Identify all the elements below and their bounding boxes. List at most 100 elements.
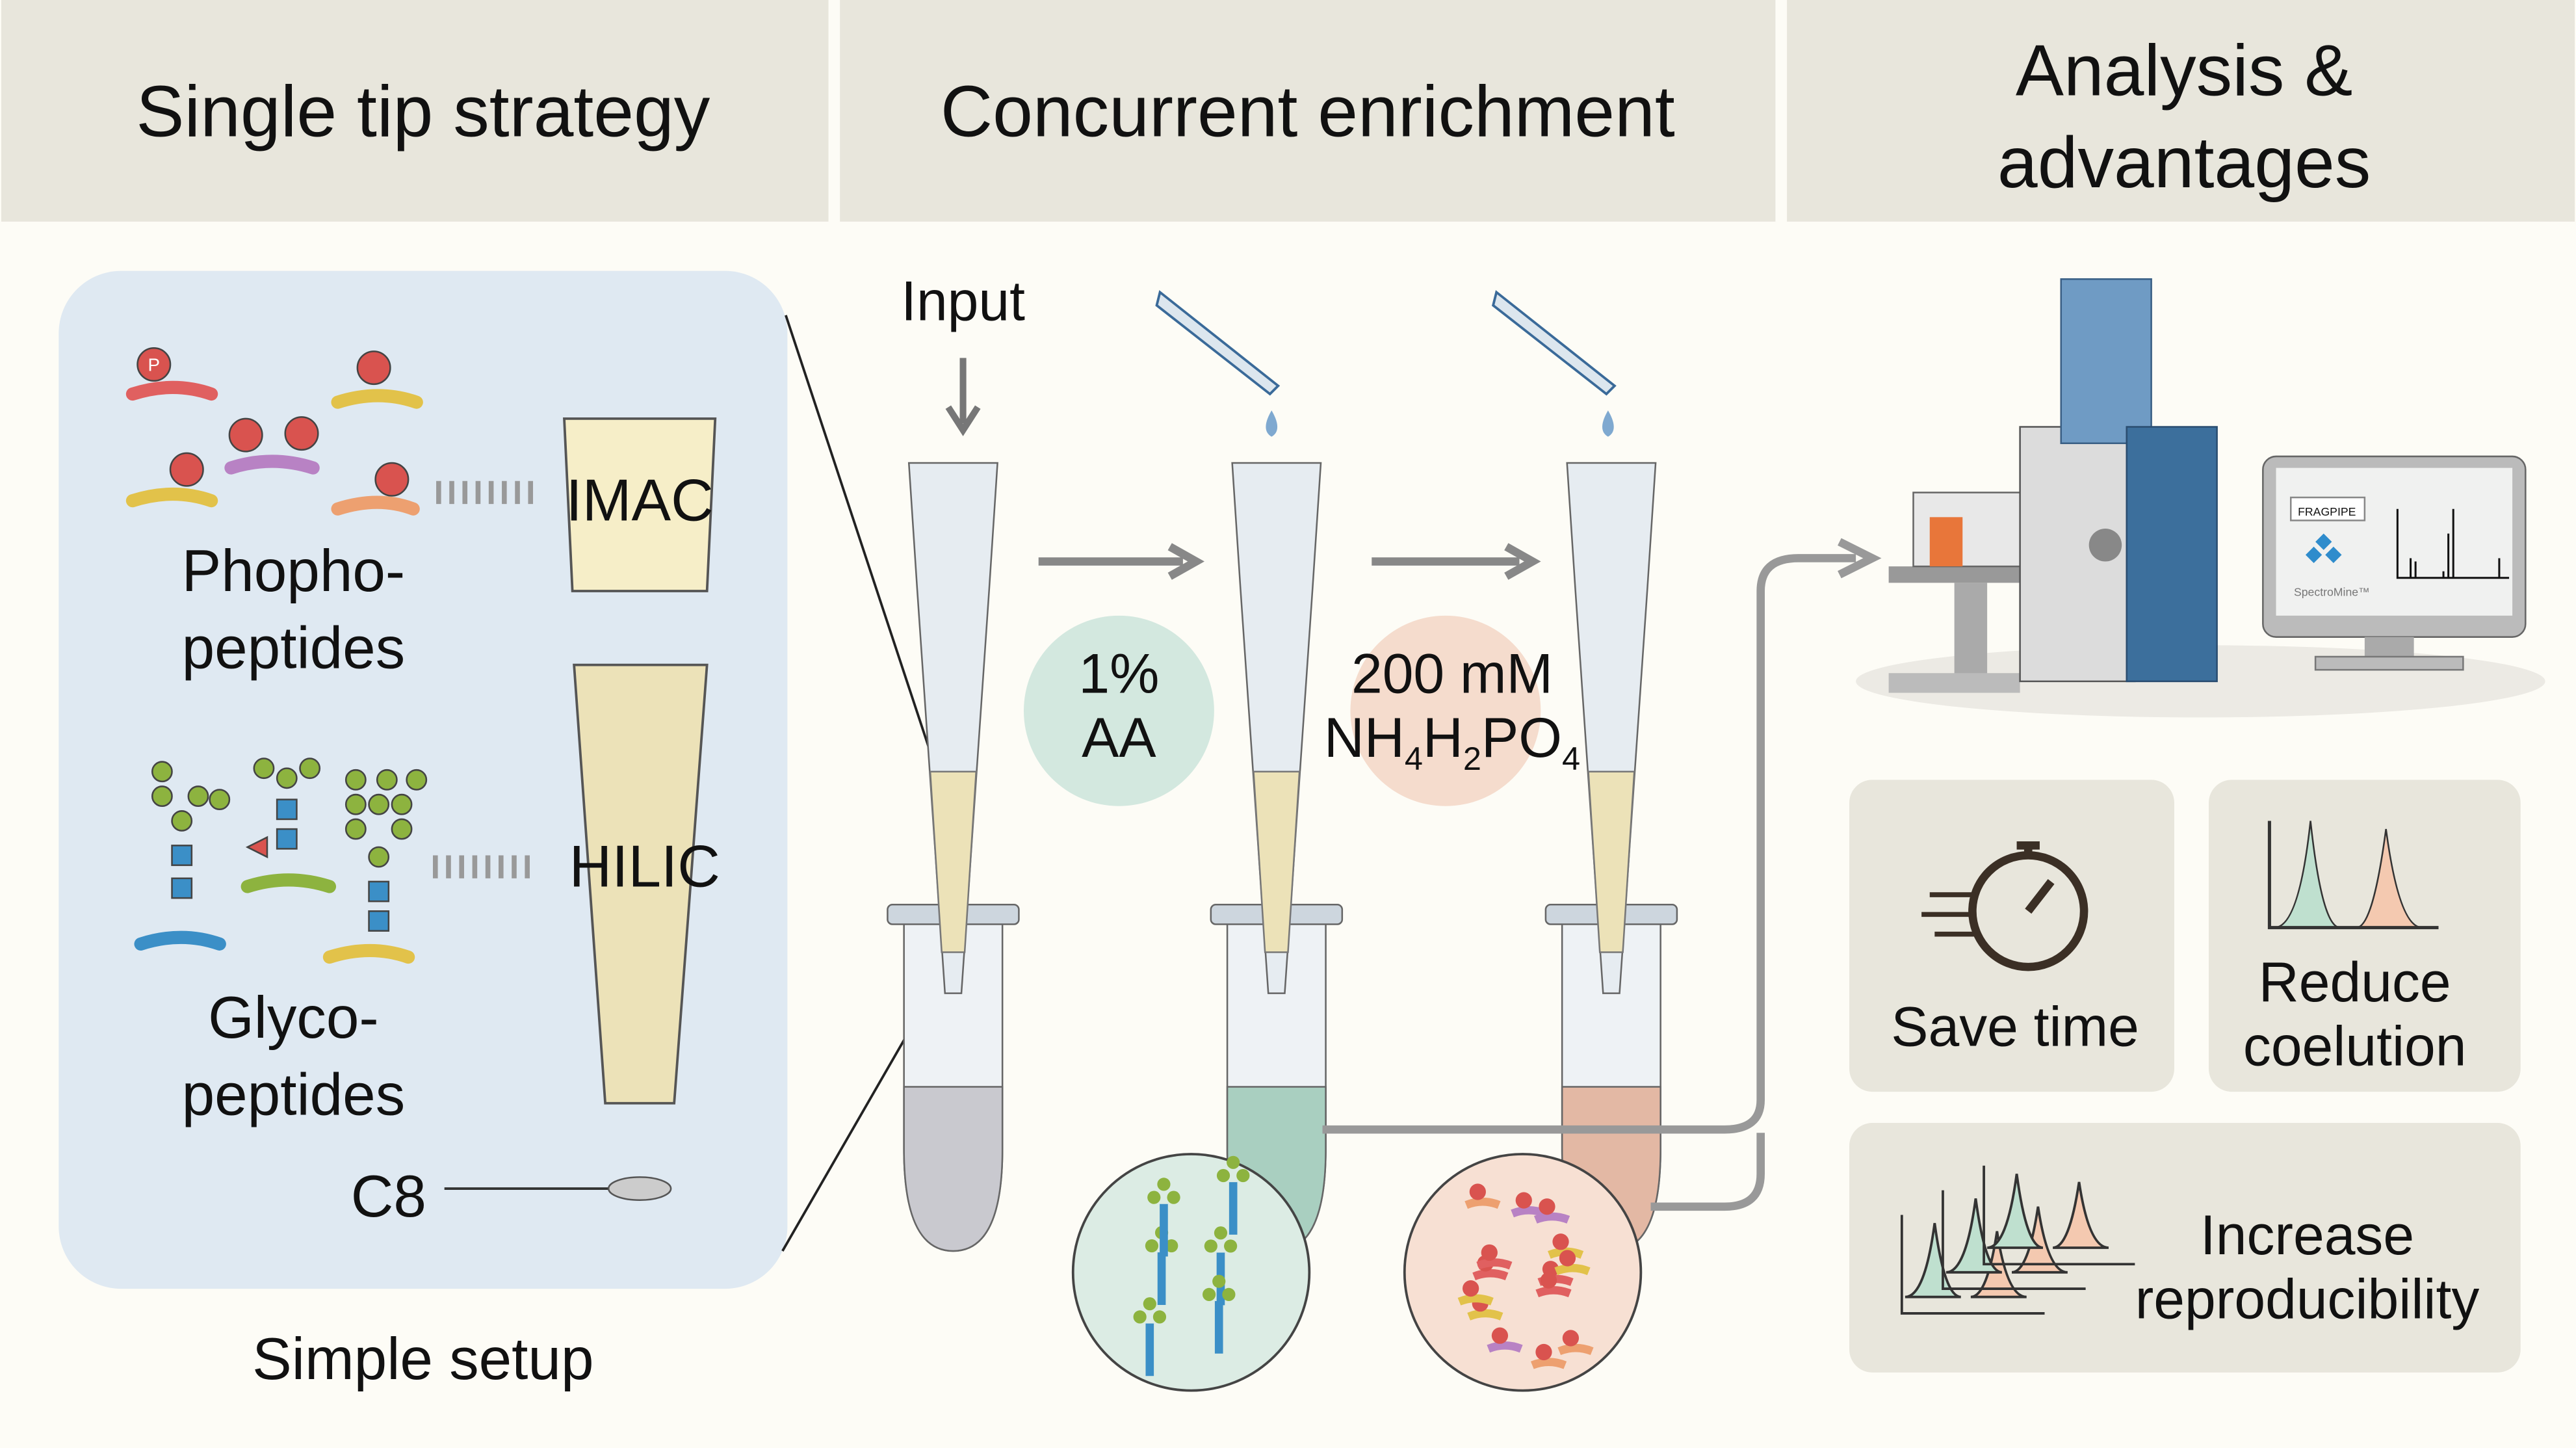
phosphopeptide-mark bbox=[1554, 1263, 1591, 1276]
header-analysis-line1: Analysis & bbox=[2016, 29, 2353, 111]
flow-arrow-2 bbox=[1650, 1133, 1765, 1211]
glycopeptide-eluate-magnifier bbox=[1071, 1153, 1311, 1392]
glyco-label-line2: peptides bbox=[182, 1062, 406, 1127]
glycan-residue-mark bbox=[1133, 1310, 1147, 1324]
imac-label: IMAC bbox=[566, 467, 714, 533]
step1-line1: 1% bbox=[1078, 643, 1159, 705]
glycopeptides-icon bbox=[134, 757, 428, 964]
phosphopeptide-eluate-magnifier bbox=[1403, 1153, 1643, 1392]
phospho-label-line1: Phopho- bbox=[182, 538, 406, 604]
glyco-label-line1: Glyco- bbox=[208, 985, 379, 1051]
glycan-residue-mark bbox=[1143, 1297, 1156, 1311]
tip-packing bbox=[1253, 770, 1301, 953]
header-single-tip-bg bbox=[1, 0, 829, 222]
spectrum-plot-icon bbox=[2396, 508, 2510, 579]
spectromine-logo: SpectroMine™ bbox=[2294, 586, 2370, 599]
phosphopeptide-mark bbox=[1535, 1285, 1572, 1298]
stacked-chromatograms-icon bbox=[1900, 1165, 2135, 1315]
pipette-tip-icon bbox=[907, 462, 998, 994]
glycan-residue-mark bbox=[1167, 1191, 1180, 1204]
flow-arrow-1 bbox=[1322, 538, 1882, 1134]
glycan-residue-mark bbox=[1216, 1168, 1230, 1183]
phosphopeptide-mark bbox=[1457, 1294, 1494, 1306]
zoom-line-top bbox=[785, 315, 938, 772]
header-single-tip: Single tip strategy bbox=[136, 71, 710, 152]
glycan-residue-mark bbox=[1145, 1239, 1159, 1253]
header-bar: Single tip strategy Concurrent enrichmen… bbox=[1, 0, 2575, 222]
advantage-reduce-coelution: Reduce coelution bbox=[2208, 780, 2521, 1092]
step1-line2: AA bbox=[1082, 707, 1156, 769]
header-concurrent: Concurrent enrichment bbox=[941, 71, 1675, 152]
advantage-increase-reproducibility: Increase reproducibility bbox=[1849, 1123, 2521, 1373]
glycan-residue-mark bbox=[1147, 1191, 1161, 1204]
phosphate-mark bbox=[1559, 1250, 1576, 1267]
phosphopeptide-mark bbox=[1557, 1343, 1594, 1356]
phosphopeptide-mark bbox=[1464, 1197, 1501, 1209]
simple-setup-panel: P Phopho- peptides IMAC Glyco- peptides … bbox=[59, 270, 788, 1289]
hilic-label: HILIC bbox=[569, 834, 720, 899]
glycan-residue-mark bbox=[1204, 1239, 1217, 1253]
phosphate-mark bbox=[1552, 1233, 1569, 1250]
c8-disc-icon bbox=[607, 1176, 672, 1201]
phosphopeptide-mark bbox=[1530, 1358, 1567, 1369]
hilic-material-icon bbox=[573, 663, 709, 1105]
tip-packing bbox=[929, 770, 978, 953]
glycan-residue-mark bbox=[1165, 1239, 1178, 1253]
aa-solution-circle bbox=[1023, 615, 1214, 806]
phospho-marker: P bbox=[148, 355, 160, 375]
fragpipe-logo: FRAGPIPE bbox=[2298, 505, 2356, 518]
glycan-residue-mark bbox=[1227, 1155, 1240, 1169]
phosphate-mark bbox=[1469, 1183, 1486, 1200]
glycan-residue-mark bbox=[1157, 1178, 1171, 1191]
input-label: Input bbox=[901, 270, 1025, 332]
reduce-coelution-line1: Reduce bbox=[2259, 951, 2451, 1014]
pipette-tip-icon bbox=[1231, 462, 1322, 994]
glycan-residue-mark bbox=[1222, 1287, 1236, 1301]
droplet-icon-2 bbox=[1602, 410, 1614, 437]
glycan-residue-mark bbox=[1212, 1274, 1226, 1288]
stopwatch-icon bbox=[1921, 841, 2088, 971]
tube-eluate bbox=[903, 1086, 1004, 1252]
step2-line1: 200 mM bbox=[1351, 643, 1553, 705]
phosphopeptide-mark bbox=[1472, 1269, 1509, 1281]
monitor-icon: FRAGPIPE SpectroMine™ bbox=[2262, 455, 2527, 671]
pipette-icon-2 bbox=[1491, 290, 1617, 396]
glycan-residue-mark bbox=[1236, 1168, 1250, 1183]
phosphate-solution-circle bbox=[1350, 615, 1541, 806]
imac-material-icon bbox=[563, 417, 717, 592]
phosphate-mark bbox=[1539, 1198, 1555, 1215]
phosphopeptide-mark bbox=[1533, 1212, 1570, 1224]
droplet-icon-1 bbox=[1266, 410, 1278, 437]
advantage-save-time: Save time bbox=[1849, 780, 2174, 1092]
header-analysis-line2: advantages bbox=[1997, 122, 2371, 203]
tip-packing bbox=[1587, 770, 1635, 953]
header-concurrent-bg bbox=[840, 0, 1776, 222]
step2-formula: NH4H2PO4 bbox=[1324, 707, 1580, 777]
pipette-tip-icon bbox=[1566, 462, 1657, 994]
phosphate-mark bbox=[1491, 1327, 1509, 1344]
chromatogram-peaks-icon bbox=[2267, 821, 2439, 930]
glycan-residue-mark bbox=[1224, 1239, 1238, 1253]
simple-setup-caption: Simple setup bbox=[252, 1326, 593, 1392]
increase-reproducibility-line2: reproducibility bbox=[2135, 1269, 2480, 1331]
phosphate-mark bbox=[1481, 1244, 1498, 1261]
phospho-label-line2: peptides bbox=[182, 616, 406, 681]
input-arrow-icon bbox=[945, 358, 981, 436]
header-analysis-bg bbox=[1787, 0, 2575, 222]
glycan-residue-mark bbox=[1214, 1226, 1228, 1240]
phosphopeptides-icon bbox=[125, 347, 423, 516]
c8-label: C8 bbox=[351, 1164, 426, 1230]
phosphopeptide-mark bbox=[1467, 1309, 1503, 1321]
spectromine-logo-icon bbox=[2305, 533, 2342, 564]
increase-reproducibility-line1: Increase bbox=[2200, 1204, 2414, 1267]
phosphopeptide-mark bbox=[1487, 1341, 1523, 1353]
reduce-coelution-line2: coelution bbox=[2243, 1016, 2467, 1078]
phosphate-mark bbox=[1540, 1272, 1557, 1289]
phosphate-mark bbox=[1562, 1330, 1580, 1347]
arrow-step2-icon bbox=[1372, 543, 1541, 580]
phosphopeptide-mark bbox=[1476, 1258, 1513, 1270]
phosphate-mark bbox=[1535, 1343, 1552, 1361]
pipette-icons bbox=[1155, 290, 1617, 437]
save-time-label: Save time bbox=[1891, 995, 2139, 1058]
